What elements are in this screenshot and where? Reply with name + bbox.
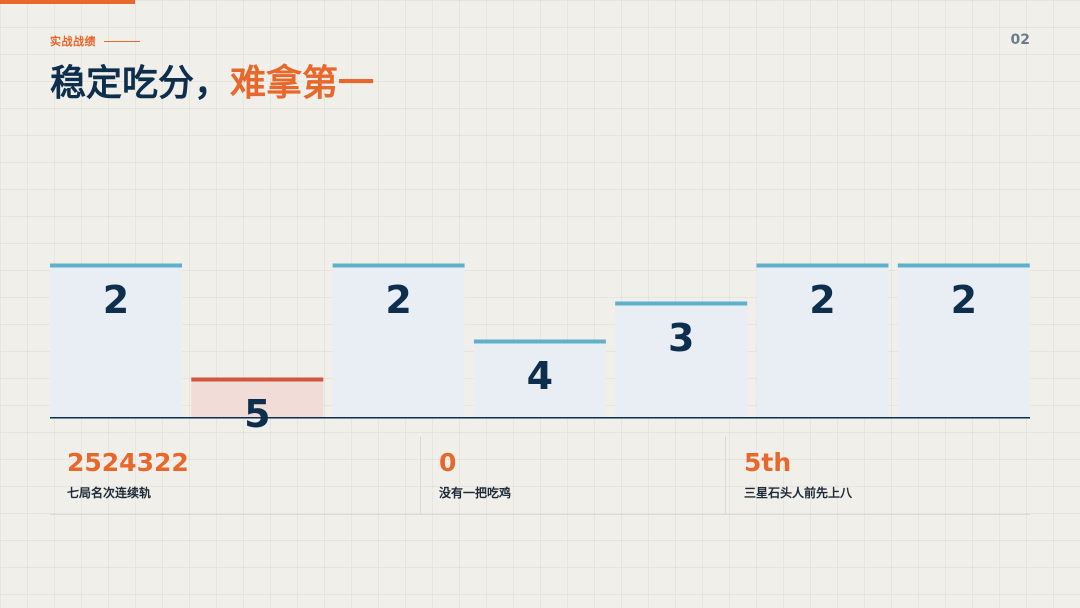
stat-block-placements: 2524322 七局名次连续轨 [50, 436, 420, 514]
bar-top-line [473, 339, 606, 344]
bar [473, 341, 606, 417]
bar [756, 265, 889, 417]
stat-label: 七局名次连续轨 [67, 486, 152, 500]
bar-value-label: 2 [385, 278, 411, 322]
bar-top-line [615, 301, 748, 306]
bar [191, 379, 324, 417]
section-eyebrow: 实战战绩 [50, 33, 140, 49]
bar-value-label: 4 [527, 354, 553, 398]
bar-top-line [756, 263, 889, 268]
bar [897, 265, 1030, 417]
bar [615, 303, 748, 417]
stat-label: 没有一把吃鸡 [439, 486, 512, 500]
bar-top-line [191, 377, 324, 382]
chart-baseline [50, 417, 1030, 419]
page-title: 稳定吃分，难拿第一 [50, 54, 374, 106]
stat-block-rank: 5th 三星石头人前先上八 [725, 436, 1031, 514]
bar-value-label: 2 [809, 278, 835, 322]
stat-label: 三星石头人前先上八 [744, 486, 853, 500]
stat-block-wins: 0 没有一把吃鸡 [420, 436, 726, 514]
title-main: 稳定吃分， [50, 63, 231, 104]
bar-value-label: 2 [103, 278, 129, 322]
bar-value-label: 5 [244, 392, 270, 436]
top-accent-bar [0, 0, 135, 4]
stat-value: 2524322 [67, 448, 189, 477]
bar [50, 265, 182, 417]
page-number: 02 [1010, 32, 1030, 48]
bar-top-line [897, 263, 1030, 268]
bar-value-label: 2 [951, 278, 977, 322]
stat-value: 5th [744, 448, 792, 477]
stat-value: 0 [439, 448, 457, 477]
title-highlight: 难拿第一 [230, 63, 375, 104]
eyebrow-text: 实战战绩 [50, 35, 96, 48]
stats-row: 2524322 七局名次连续轨 0 没有一把吃鸡 5th 三星石头人前先上八 [50, 436, 1030, 515]
bar-top-line [50, 263, 182, 268]
bar [332, 265, 465, 417]
bar-top-line [332, 263, 465, 268]
bar-value-label: 3 [668, 316, 694, 360]
eyebrow-line [104, 40, 140, 42]
